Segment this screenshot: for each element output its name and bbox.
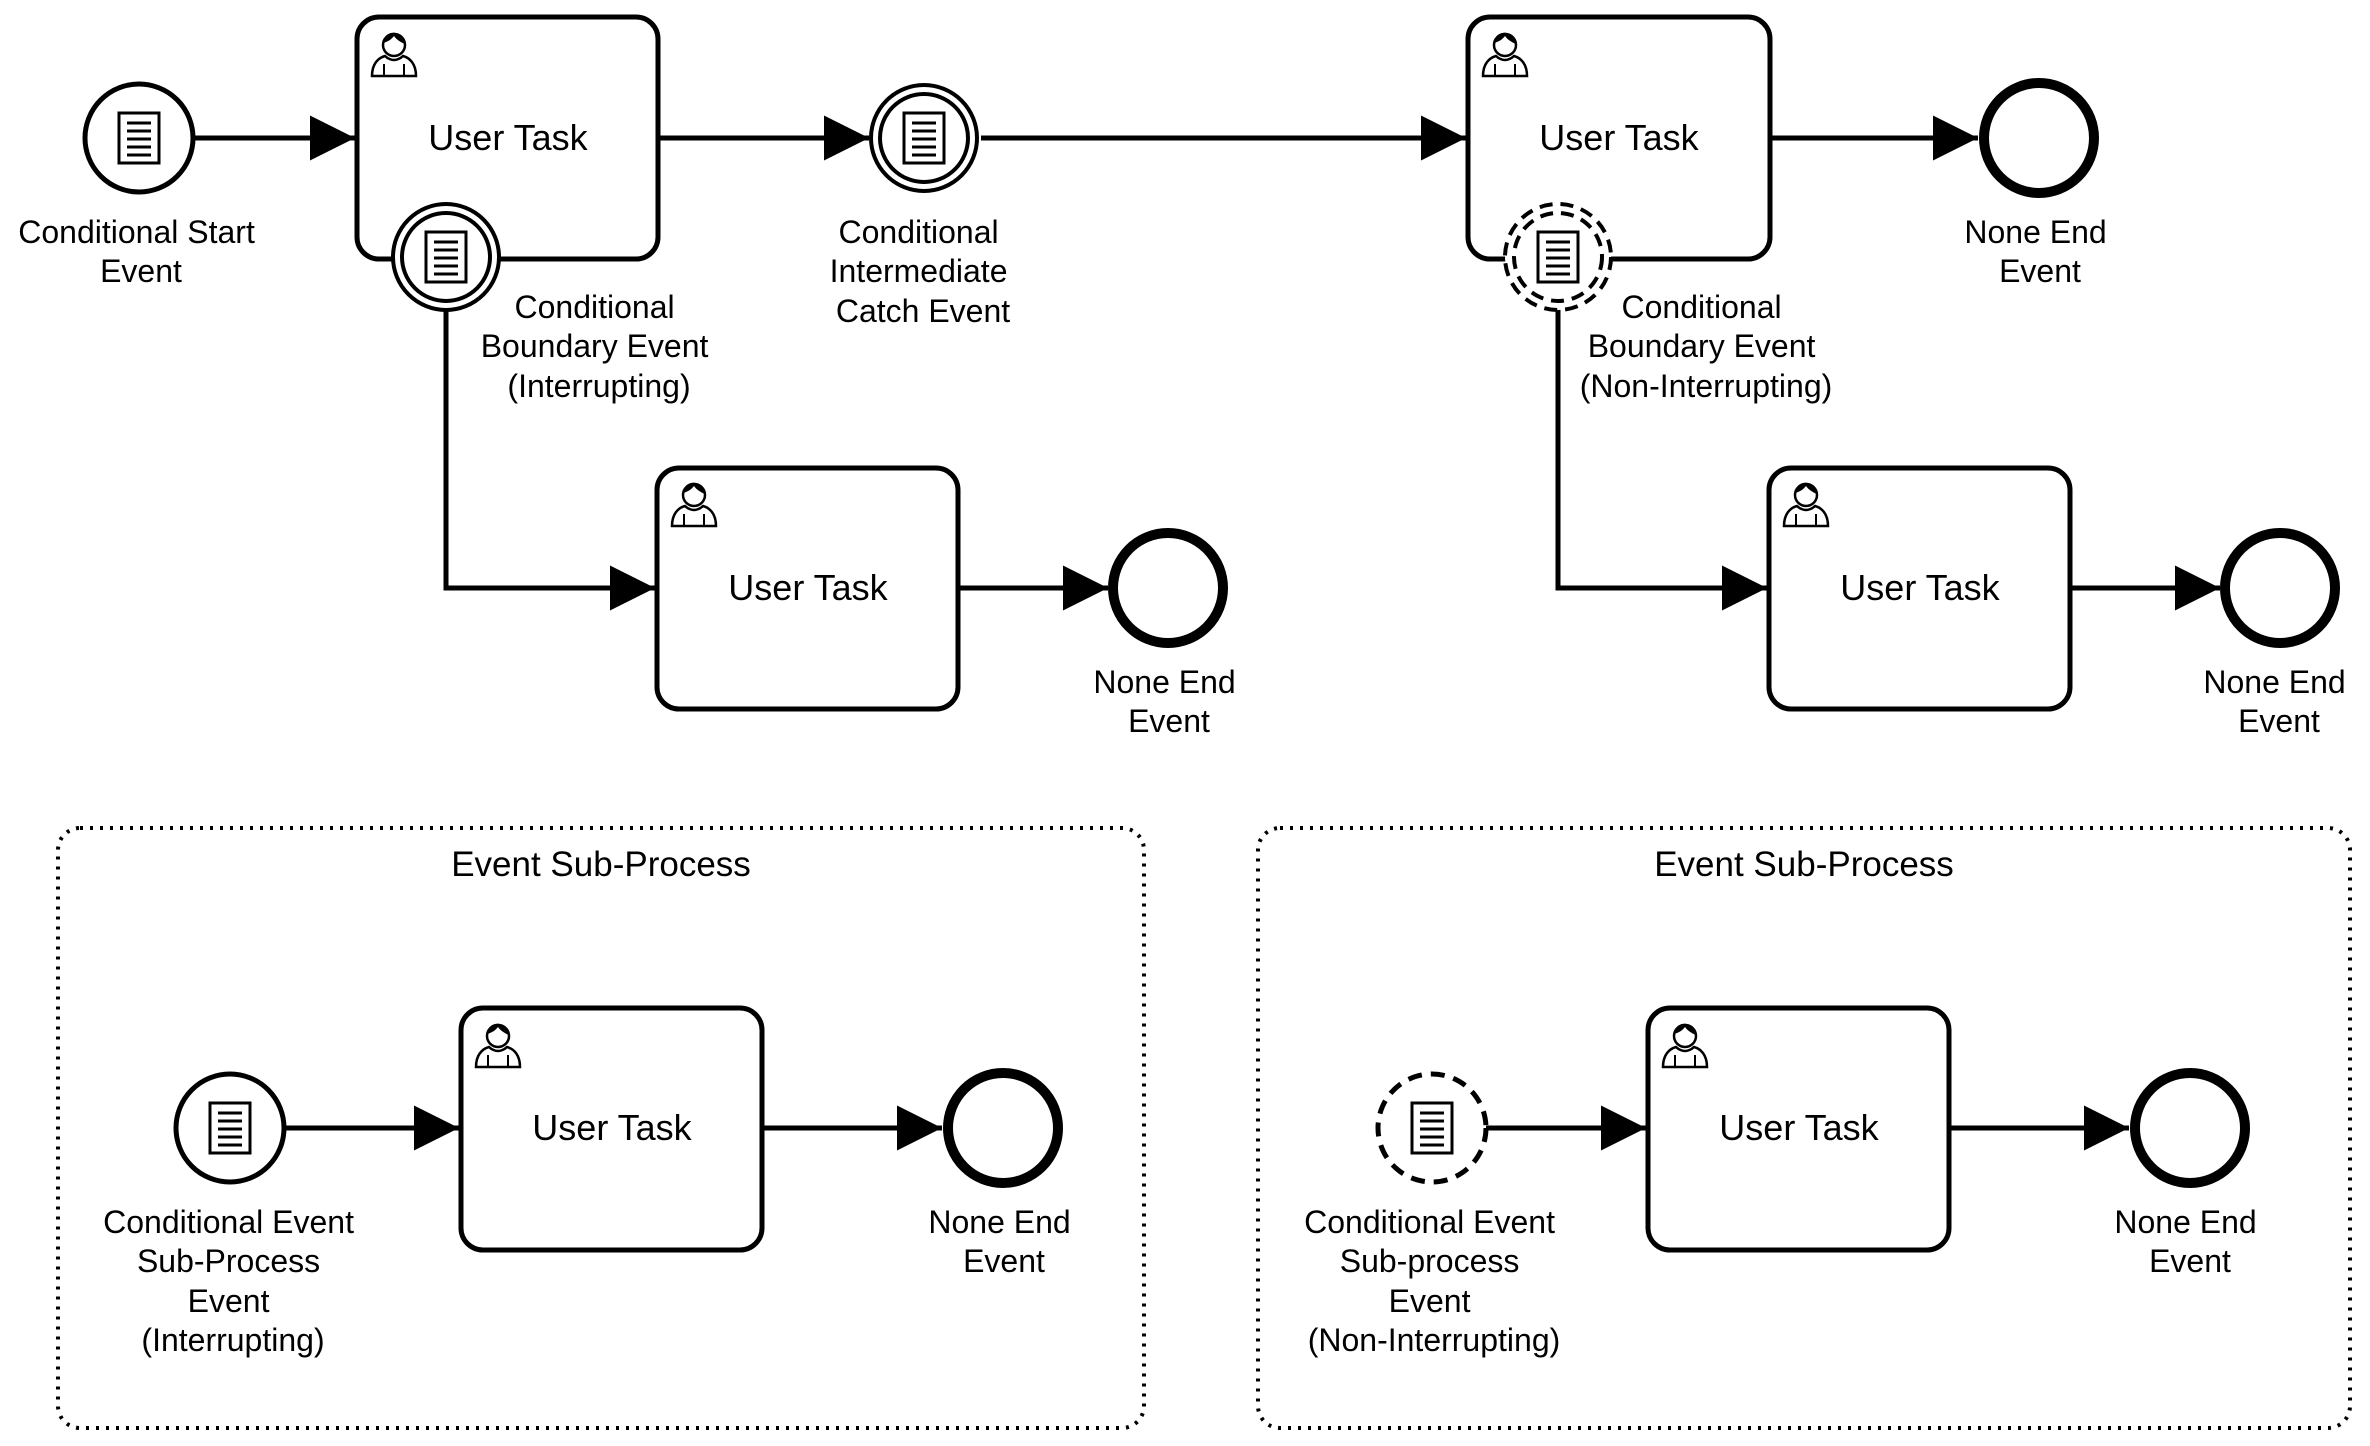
label-end-event-mid-left: None End Event bbox=[1093, 664, 1244, 739]
label-intermediate-catch-event: Conditional Intermediate Catch Event bbox=[830, 214, 1017, 329]
label-end-event-sp-left: None End Event bbox=[928, 1204, 1079, 1279]
sp-conditional-start-event-non-interrupting[interactable] bbox=[1375, 1071, 1489, 1185]
label-sp-start-interrupting: Conditional Event Sub-Process Event (Int… bbox=[103, 1204, 363, 1358]
label-end-event-mid-right: None End Event bbox=[2203, 664, 2354, 739]
label-boundary-event-interrupting: Conditional Boundary Event (Interrupting… bbox=[481, 289, 718, 404]
flow-boundary-int-to-task3 bbox=[443, 308, 655, 611]
task-label: User Task bbox=[532, 1107, 692, 1148]
none-end-event-sp-right[interactable] bbox=[2130, 1068, 2250, 1188]
event-subprocess-title-right: Event Sub-Process bbox=[1654, 845, 1954, 884]
label-end-event-sp-right: None End Event bbox=[2114, 1204, 2265, 1279]
user-task-3[interactable]: User Task bbox=[654, 465, 961, 712]
event-subprocess-title-left: Event Sub-Process bbox=[451, 845, 751, 884]
task-label: User Task bbox=[1539, 117, 1699, 158]
none-end-event-sp-left[interactable] bbox=[943, 1068, 1063, 1188]
sp-conditional-start-event-interrupting[interactable] bbox=[173, 1071, 287, 1185]
event-subprocess-right bbox=[1256, 826, 2352, 1430]
none-end-event-mid-left[interactable] bbox=[1108, 528, 1228, 648]
flow-boundary-nonint-to-task4 bbox=[1555, 308, 1767, 611]
conditional-start-event[interactable] bbox=[82, 81, 196, 195]
none-end-event-mid-right[interactable] bbox=[2220, 528, 2340, 648]
user-task-2[interactable]: User Task bbox=[1465, 14, 1773, 262]
label-end-event-top: None End Event bbox=[1964, 214, 2115, 289]
conditional-boundary-event-interrupting[interactable] bbox=[391, 202, 501, 312]
task-label: User Task bbox=[1719, 1107, 1879, 1148]
task-label: User Task bbox=[728, 567, 888, 608]
task-label: User Task bbox=[428, 117, 588, 158]
event-subprocess-left bbox=[56, 826, 1146, 1430]
conditional-intermediate-catch-event[interactable] bbox=[869, 83, 979, 193]
label-conditional-start-event: Conditional Start Event bbox=[18, 214, 263, 289]
user-task-4[interactable]: User Task bbox=[1766, 465, 2073, 712]
user-task-1[interactable]: User Task bbox=[354, 14, 661, 262]
conditional-boundary-event-non-interrupting[interactable] bbox=[1503, 202, 1613, 312]
label-sp-start-non-interrupting: Conditional Event Sub-process Event (Non… bbox=[1304, 1204, 1564, 1358]
label-boundary-event-non-interrupting: Conditional Boundary Event (Non-Interrup… bbox=[1580, 289, 1833, 404]
task-label: User Task bbox=[1840, 567, 2000, 608]
sequence-flows bbox=[195, 115, 2220, 1151]
user-task-6[interactable]: User Task bbox=[1645, 1005, 1952, 1253]
none-end-event-top[interactable] bbox=[1979, 78, 2099, 198]
user-task-5[interactable]: User Task bbox=[458, 1005, 765, 1253]
